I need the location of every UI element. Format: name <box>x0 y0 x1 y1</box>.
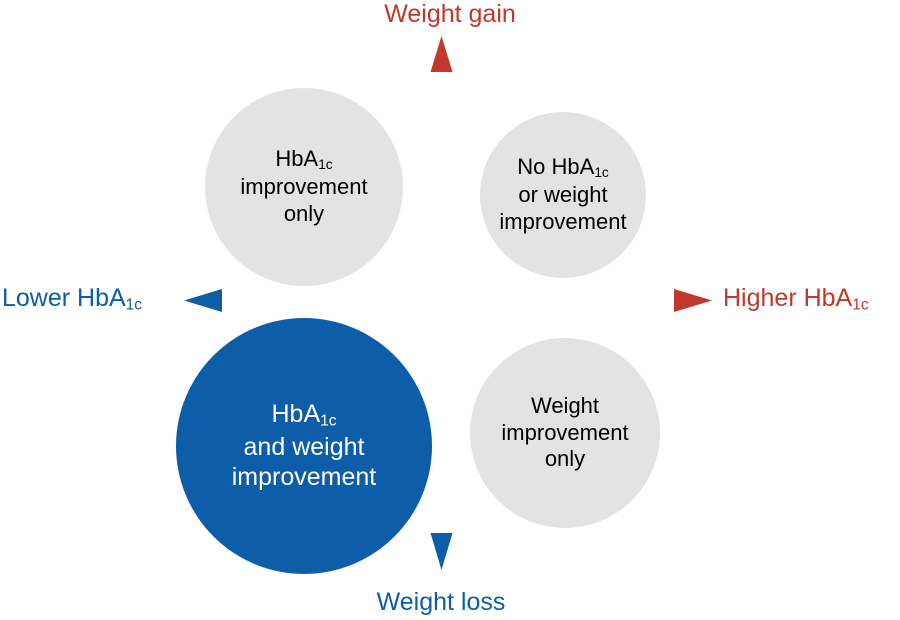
bubble-line-3: improvement <box>231 463 377 492</box>
bubble-line-1: HbA <box>275 146 319 172</box>
bubble-line-2: or weight <box>518 181 608 207</box>
bubble-no-hba1c-or-weight-improvement: No HbA1c or weight improvement <box>480 112 646 278</box>
bubble-line-2: and weight <box>243 432 365 461</box>
bubble-weight-improvement-only: Weight improvement only <box>470 338 660 528</box>
bubble-line-3: improvement <box>499 208 627 234</box>
axis-arrowhead-right <box>674 289 712 312</box>
bubble-line-3: only <box>544 446 586 472</box>
axis-label-weight-loss: Weight loss <box>377 590 506 615</box>
axis-label-lower-hba1c: Lower HbA1c <box>2 286 142 313</box>
bubble-weight-improvement-only-text: Weight improvement only <box>495 393 634 473</box>
bubble-line-1: HbA <box>271 400 321 429</box>
axis-label-weight-gain: Weight gain <box>384 2 516 27</box>
bubble-line-1-subscript: 1c <box>318 157 333 173</box>
bubble-line-1: Weight <box>530 392 600 418</box>
bubble-line-2: improvement <box>240 173 368 199</box>
bubble-hba1c-and-weight-improvement: HbA1c and weight improvement <box>176 318 432 574</box>
axis-label-lower-hba1c-text: Lower HbA <box>2 284 126 312</box>
axis-arrowhead-left <box>184 289 222 312</box>
axis-label-lower-hba1c-subscript: 1c <box>125 296 143 314</box>
bubble-no-hba1c-or-weight-improvement-text: No HbA1c or weight improvement <box>493 154 632 235</box>
axis-arrowhead-down <box>430 533 453 570</box>
bubble-line-1-subscript: 1c <box>594 165 609 181</box>
bubble-line-2: improvement <box>501 419 629 445</box>
axis-label-higher-hba1c-subscript: 1c <box>852 296 869 314</box>
axis-label-higher-hba1c: Higher HbA1c <box>723 286 869 313</box>
bubble-line-1: No HbA <box>517 154 595 180</box>
axis-label-weight-loss-text: Weight loss <box>376 588 506 616</box>
bubble-line-1-subscript: 1c <box>320 412 337 430</box>
bubble-hba1c-improvement-only: HbA1c improvement only <box>205 88 403 286</box>
axis-label-weight-gain-text: Weight gain <box>384 0 516 28</box>
bubble-hba1c-and-weight-improvement-text: HbA1c and weight improvement <box>226 399 383 492</box>
axis-label-higher-hba1c-text: Higher HbA <box>723 284 853 312</box>
axis-arrowhead-up <box>430 36 453 72</box>
bubble-hba1c-improvement-only-text: HbA1c improvement only <box>234 146 373 227</box>
bubble-line-3: only <box>283 200 325 226</box>
